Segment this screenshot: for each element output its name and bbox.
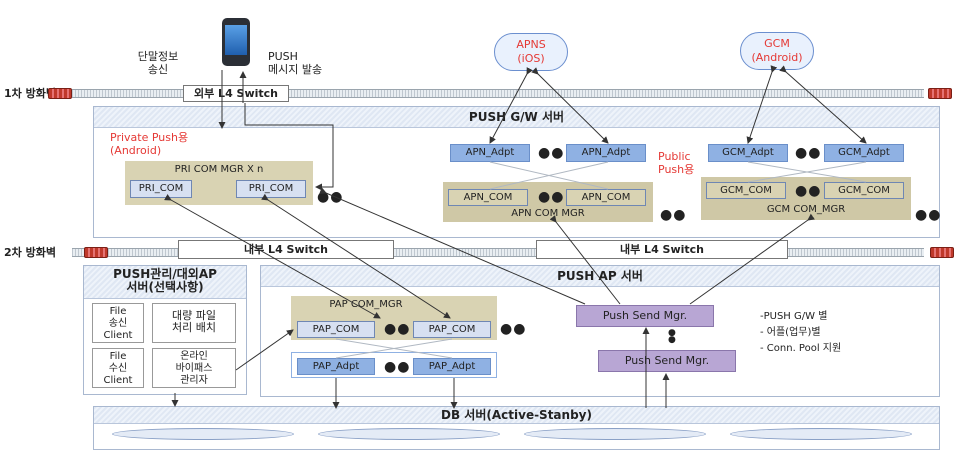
online-bypass-manager: 온라인 바이패스 관리자	[152, 348, 236, 388]
firewall-2-line	[72, 248, 924, 257]
pap-adpt-box: PAP_Adpt	[413, 358, 491, 375]
apn-com-mgr-label: APN COM MGR	[511, 208, 585, 219]
file-receive-client: File 수신 Client	[92, 348, 144, 388]
firewall-2-label: 2차 방화벽	[4, 246, 56, 259]
dots: ●●	[660, 207, 687, 223]
apns-cloud: APNS (iOS)	[494, 33, 568, 71]
firewall-1-label: 1차 방화벽	[4, 87, 56, 100]
dots: ●●	[915, 207, 942, 223]
phone-left-label: 단말정보 송신	[137, 50, 179, 76]
pap-com-box: PAP_COM	[413, 321, 491, 338]
apn-adpt-box: APN_Adpt	[450, 144, 530, 162]
db-disk-icon	[112, 428, 294, 440]
send-mgr-note: - Conn. Pool 지원	[760, 343, 842, 354]
gcm-adpt-box: GCM_Adpt	[824, 144, 904, 162]
send-mgr-note: -PUSH G/W 별	[760, 311, 828, 322]
pap-com-box: PAP_COM	[297, 321, 375, 338]
gcm-adpt-box: GCM_Adpt	[708, 144, 788, 162]
pri-com-box: PRI_COM	[130, 180, 192, 198]
smartphone-icon	[222, 18, 250, 66]
public-push-label: Public Push용	[658, 150, 695, 176]
db-server-title: DB 서버(Active-Stanby)	[94, 407, 939, 424]
gcm-com-box: GCM_COM	[706, 182, 786, 199]
db-disk-icon	[524, 428, 706, 440]
firewall-icon	[48, 88, 72, 99]
pri-com-mgr-label: PRI COM MGR X n	[174, 164, 264, 175]
dots-vertical: ●●	[668, 328, 677, 345]
file-send-client: File 송신 Client	[92, 303, 144, 343]
db-disk-icon	[730, 428, 912, 440]
dots: ●●	[795, 183, 822, 199]
dots: ●●	[500, 321, 527, 337]
db-disk-icon	[318, 428, 500, 440]
apn-com-box: APN_COM	[566, 189, 646, 206]
firewall-icon	[928, 88, 952, 99]
internal-l4-switch-right: 내부 L4 Switch	[536, 240, 788, 259]
pap-adpt-box: PAP_Adpt	[297, 358, 375, 375]
dots: ●●	[384, 359, 411, 375]
firewall-icon	[84, 247, 108, 258]
dots: ●●	[538, 189, 565, 205]
dots: ●●	[384, 321, 411, 337]
send-mgr-note: - 어플(업무)별	[760, 327, 821, 338]
dots: ●●	[538, 145, 565, 161]
external-l4-switch: 외부 L4 Switch	[183, 85, 289, 102]
firewall-icon	[930, 247, 954, 258]
push-send-mgr-box: Push Send Mgr.	[576, 305, 714, 327]
gcm-com-mgr-label: GCM COM_MGR	[766, 204, 846, 215]
apn-adpt-box: APN_Adpt	[566, 144, 646, 162]
dots: ●●	[795, 145, 822, 161]
gcm-com-box: GCM_COM	[824, 182, 904, 199]
phone-right-label: PUSH 메시지 발송	[268, 50, 323, 76]
private-push-label: Private Push용 (Android)	[110, 131, 189, 157]
